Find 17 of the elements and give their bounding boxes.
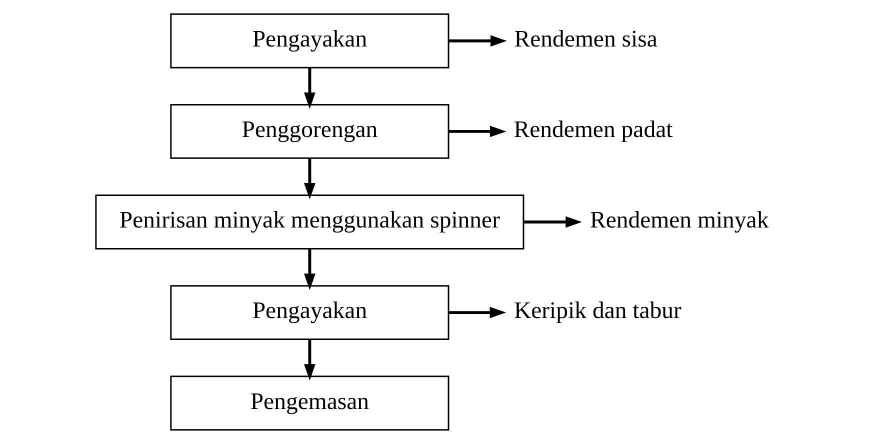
arrow bbox=[448, 126, 506, 138]
node-box: Penggorengan bbox=[170, 104, 449, 159]
arrow bbox=[524, 216, 582, 228]
arrow bbox=[303, 68, 315, 109]
node-box: Pengemasan bbox=[170, 376, 449, 431]
arrow bbox=[303, 248, 315, 290]
node-box: Penirisan minyak menggunakan spinner bbox=[94, 194, 524, 250]
node-box: Pengayakan bbox=[170, 13, 449, 68]
node-text: Rendemen padat bbox=[513, 117, 672, 144]
arrow bbox=[303, 339, 315, 381]
arrow bbox=[303, 158, 315, 200]
node-box: Pengayakan bbox=[170, 285, 449, 340]
node-text: Rendemen sisa bbox=[514, 26, 657, 53]
arrow bbox=[448, 306, 506, 318]
node-text: Keripik dan tabur bbox=[513, 298, 681, 324]
arrow bbox=[448, 35, 506, 47]
node-text: Rendemen minyak bbox=[589, 208, 768, 234]
